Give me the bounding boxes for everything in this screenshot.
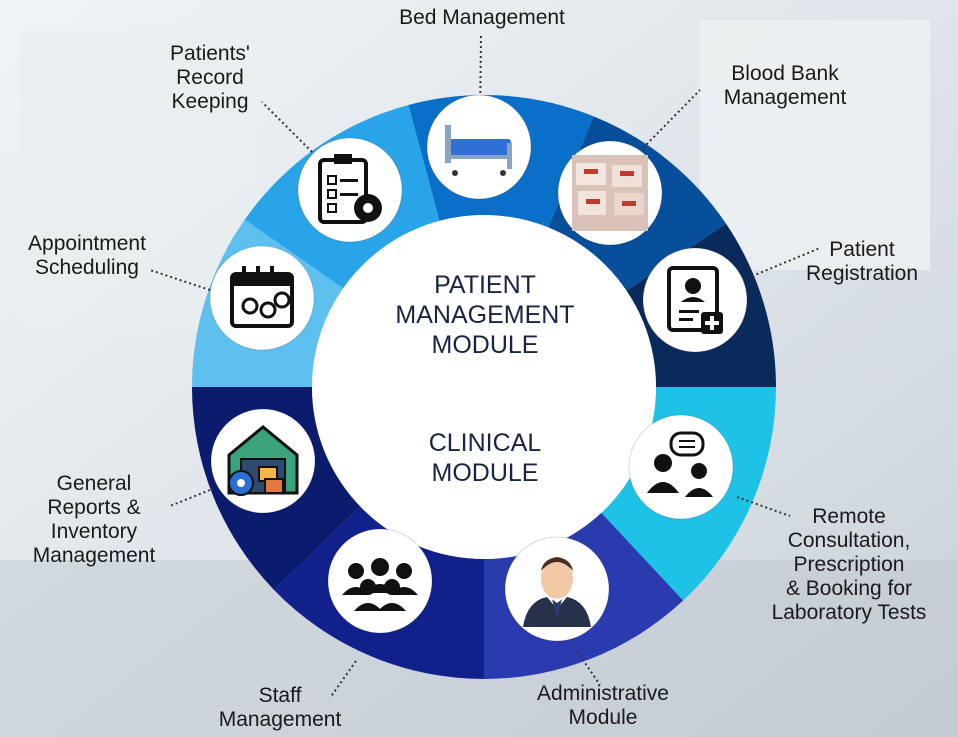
label-general-reports: General Reports & Inventory Management xyxy=(32,472,156,567)
connector-records xyxy=(261,101,313,153)
clinical-module-title: CLINICAL MODULE xyxy=(428,429,542,487)
connector-bed xyxy=(479,35,482,119)
connector-admin xyxy=(576,650,601,686)
connector-appointment xyxy=(149,269,211,291)
connector-remote xyxy=(736,496,791,517)
background-window xyxy=(700,20,930,270)
administrator-icon xyxy=(504,536,610,642)
staff-group-icon xyxy=(327,528,433,634)
label-remote-consultation: Remote Consultation, Prescription & Book… xyxy=(771,505,927,624)
doctor-chat-icon xyxy=(628,414,734,520)
connector-inventory xyxy=(169,489,211,507)
label-appointment-scheduling: Appointment Scheduling xyxy=(28,232,146,279)
center-disc xyxy=(312,215,656,559)
patient-management-title: PATIENT MANAGEMENT MODULE xyxy=(395,271,575,359)
connector-blood xyxy=(642,89,701,149)
label-patient-registration: Patient Registration xyxy=(805,238,919,285)
connector-lines xyxy=(149,35,821,699)
blood-bags-icon xyxy=(557,140,663,246)
module-icons xyxy=(209,94,748,642)
clipboard-gear-icon xyxy=(297,137,403,243)
hospital-bed-icon xyxy=(426,94,532,200)
label-administrative-module: Administrative Module xyxy=(537,682,669,729)
label-blood-bank: Blood Bank Management xyxy=(723,62,847,109)
patient-id-card-icon xyxy=(642,247,748,353)
calendar-icon xyxy=(209,245,315,351)
warehouse-icon xyxy=(210,408,316,514)
label-patients-record-keeping: Patients' Record Keeping xyxy=(170,42,250,113)
label-bed-management: Bed Management xyxy=(399,6,565,29)
label-staff-management: Staff Management xyxy=(218,684,342,731)
